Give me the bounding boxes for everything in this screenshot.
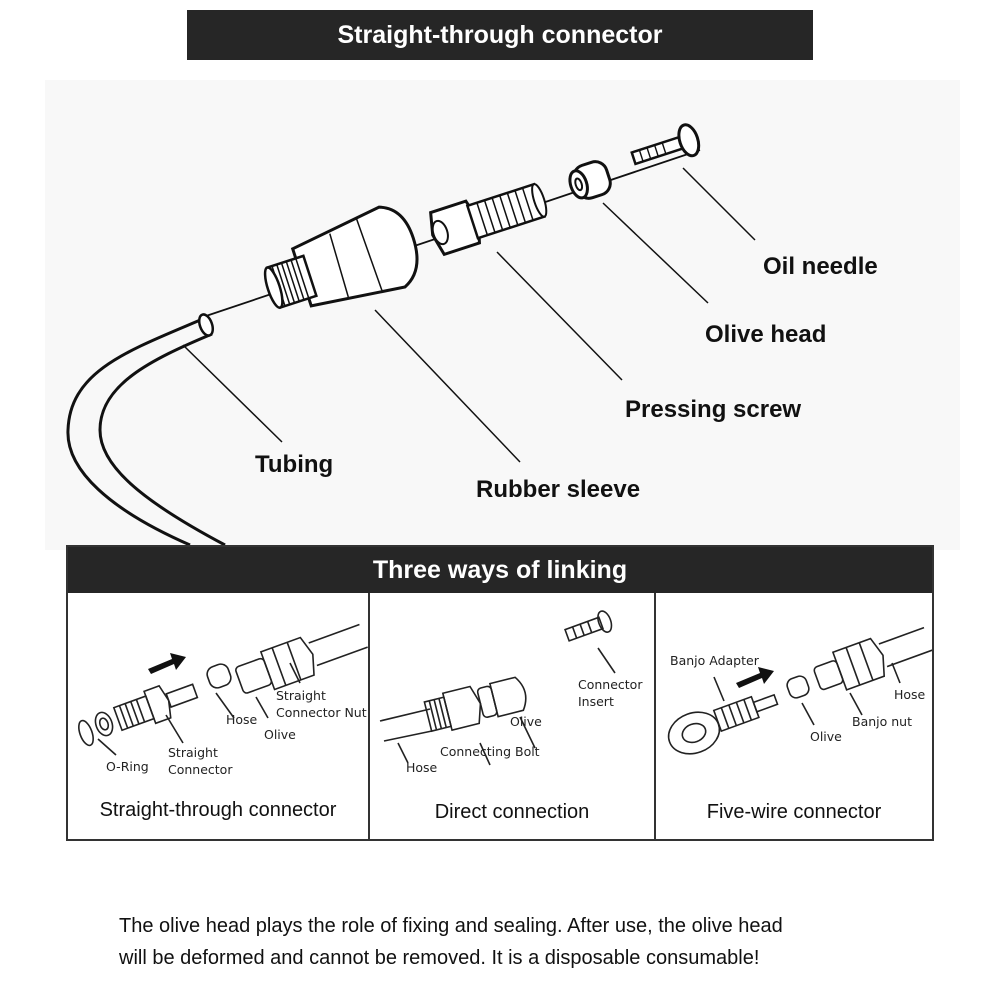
label-nut-line2: Connector Nut <box>276 705 367 720</box>
oil-needle-part <box>630 123 701 166</box>
label-banjo-nut: Banjo nut <box>852 714 912 729</box>
direct-connection-diagram <box>379 610 616 766</box>
callout-oil-needle: Oil needle <box>763 253 878 280</box>
caption-five-wire: Five-wire connector <box>706 801 882 823</box>
leader-lines <box>182 167 756 463</box>
five-wire-diagram <box>667 626 932 755</box>
caption-direct-connection: Direct connection <box>434 801 590 823</box>
label-insert-line1: Connector <box>578 677 643 692</box>
linking-methods-panel: Three ways of linking <box>66 545 934 841</box>
label-o-ring: O-Ring <box>106 759 149 774</box>
label-olive: Olive <box>810 729 842 744</box>
callout-olive-head: Olive head <box>705 321 827 348</box>
label-banjo-adapter: Banjo Adapter <box>670 653 759 668</box>
method-cell-five-wire: Banjo Adapter Olive Banjo nut Hose Five-… <box>656 593 932 839</box>
top-banner-title: Straight-through connector <box>337 20 663 49</box>
label-straight-connector-line2: Connector <box>168 762 233 777</box>
footnote: The olive head plays the role of fixing … <box>119 910 919 974</box>
pressing-screw-part <box>429 182 548 257</box>
caption-straight-through: Straight-through connector <box>99 799 337 821</box>
arrow-icon <box>736 667 774 688</box>
label-olive: Olive <box>510 714 542 729</box>
callout-rubber-sleeve: Rubber sleeve <box>476 476 641 503</box>
panel-header: Three ways of linking <box>68 547 932 593</box>
straight-through-diagram <box>78 623 368 756</box>
label-nut-line1: Straight <box>276 688 326 703</box>
footnote-line2: will be deformed and cannot be removed. … <box>119 947 760 969</box>
callout-tubing: Tubing <box>255 451 334 478</box>
tubing-part <box>66 313 226 547</box>
arrow-icon <box>148 653 186 674</box>
callout-pressing-screw: Pressing screw <box>625 396 802 423</box>
olive-head-part <box>568 160 612 200</box>
footnote-line1: The olive head plays the role of fixing … <box>119 915 783 937</box>
exploded-connector-illustration <box>45 80 960 550</box>
label-hose: Hose <box>226 712 258 727</box>
label-hose: Hose <box>406 760 438 775</box>
method-cell-straight-through: O-Ring Straight Connector Hose Olive Str… <box>68 593 370 839</box>
label-connecting-bolt: Connecting Bolt <box>440 744 540 759</box>
panel-title: Three ways of linking <box>372 555 628 584</box>
top-banner: Straight-through connector <box>187 10 813 60</box>
label-insert-line2: Insert <box>578 694 614 709</box>
label-olive: Olive <box>264 727 296 742</box>
illustration-background <box>45 80 960 550</box>
label-straight-connector-line1: Straight <box>168 745 218 760</box>
method-cell-direct: Hose Connecting Bolt Olive Connector Ins… <box>370 593 656 839</box>
label-hose: Hose <box>894 687 926 702</box>
rubber-sleeve-part <box>263 205 419 310</box>
